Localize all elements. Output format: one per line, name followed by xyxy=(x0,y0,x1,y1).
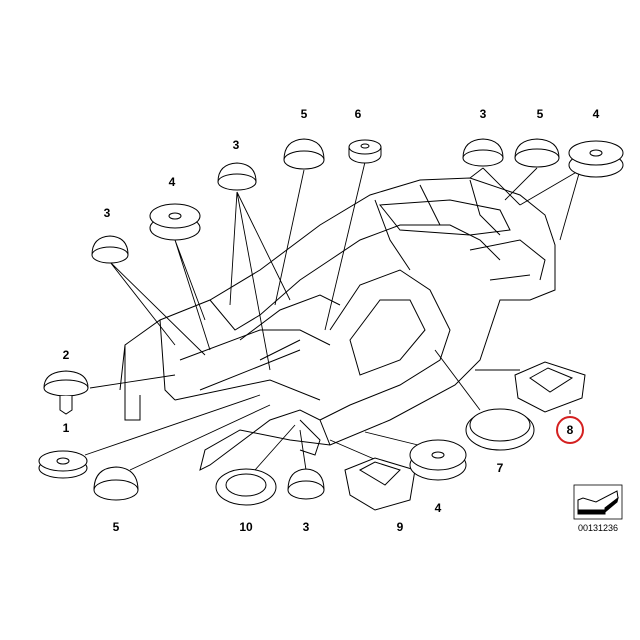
block-8 xyxy=(514,361,586,413)
callout-2: 2 xyxy=(62,348,70,362)
callout-4: 4 xyxy=(168,175,176,189)
callout-4: 4 xyxy=(434,501,442,515)
diagram-number: 00131236 xyxy=(577,523,619,533)
callout-5: 5 xyxy=(300,107,308,121)
leader-lines xyxy=(84,161,581,471)
plug-4-a xyxy=(149,203,201,241)
plug-3-a xyxy=(91,235,129,264)
plug-4-b xyxy=(568,140,624,178)
plug-1 xyxy=(38,450,88,479)
callout-5: 5 xyxy=(112,520,120,534)
highlight-circle xyxy=(556,416,584,444)
ring-7 xyxy=(465,408,535,451)
plug-3-c xyxy=(462,138,504,167)
callout-10: 10 xyxy=(239,520,253,534)
ring-10 xyxy=(215,468,277,506)
callout-5: 5 xyxy=(536,107,544,121)
callout-6: 6 xyxy=(354,107,362,121)
callout-3: 3 xyxy=(232,138,240,152)
plug-3-b xyxy=(217,162,257,191)
plug-5-a xyxy=(283,138,325,170)
callout-1: 1 xyxy=(62,421,70,435)
orientation-arrow-icon xyxy=(573,484,623,520)
plug-5-c xyxy=(93,466,139,501)
callout-8-highlighted[interactable]: 8 xyxy=(566,423,574,437)
callout-3: 3 xyxy=(479,107,487,121)
callout-4: 4 xyxy=(592,107,600,121)
plug-3-d xyxy=(287,468,325,500)
car-body xyxy=(119,177,556,471)
callout-9: 9 xyxy=(396,520,404,534)
callout-7: 7 xyxy=(496,461,504,475)
plug-6 xyxy=(348,139,382,164)
callout-3: 3 xyxy=(103,206,111,220)
callout-3: 3 xyxy=(302,520,310,534)
block-9 xyxy=(344,457,416,511)
plug-5-b xyxy=(514,138,560,168)
plugs xyxy=(38,138,624,511)
plug-4-c xyxy=(409,439,467,481)
plug-2 xyxy=(43,370,89,415)
